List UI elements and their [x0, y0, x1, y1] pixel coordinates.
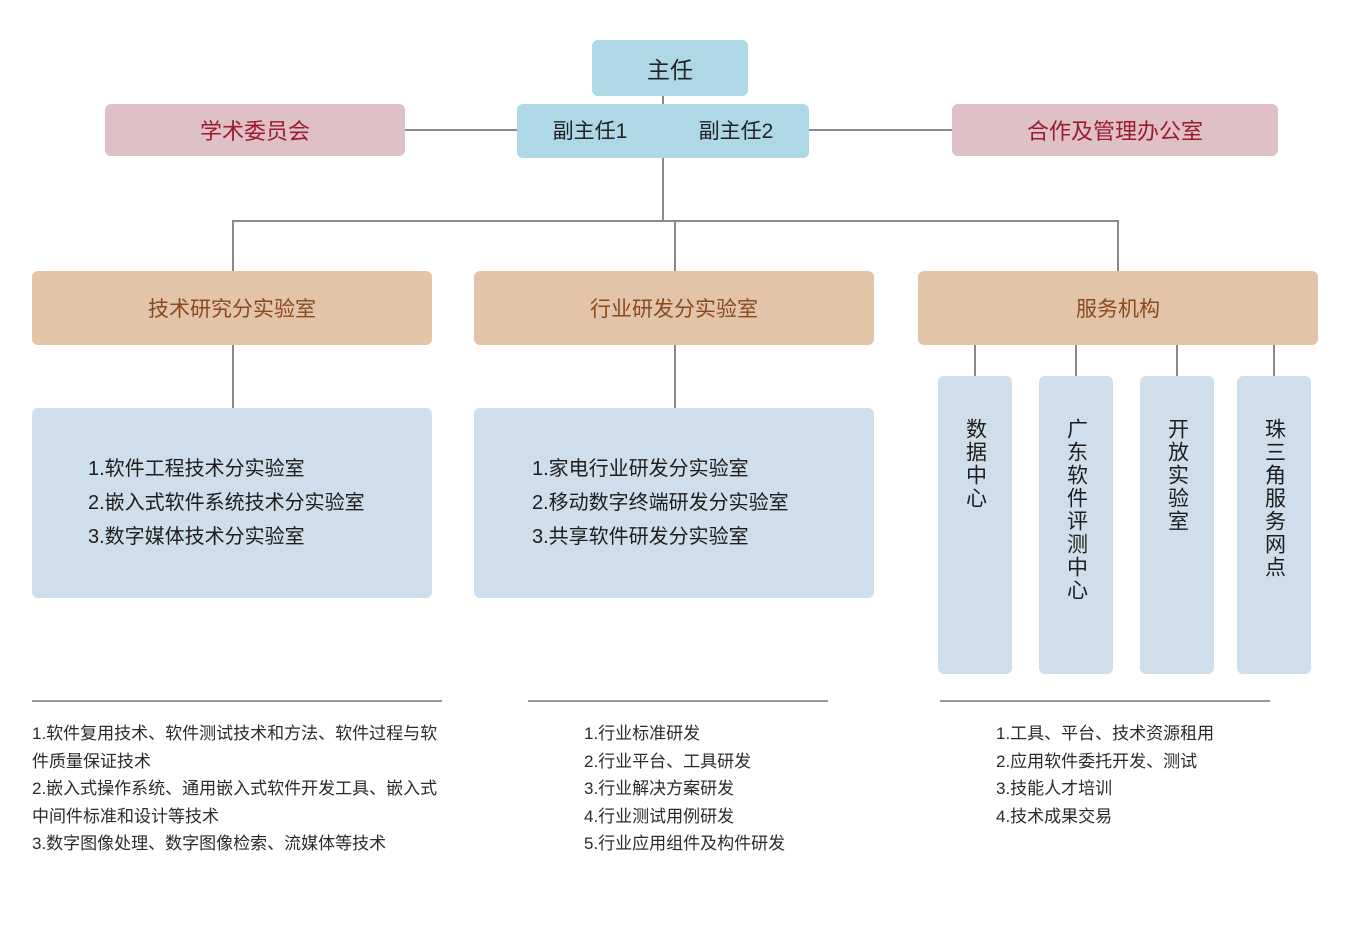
node-division-technology-research[interactable]: 技术研究分实验室: [32, 271, 432, 345]
list-item: 3.共享软件研发分实验室: [532, 526, 749, 548]
footnotes-technology-research: 1.软件复用技术、软件测试技术和方法、软件过程与软件质量保证技术 2.嵌入式操作…: [32, 700, 442, 858]
list-item: 2.移动数字终端研发分实验室: [532, 492, 789, 514]
footnote-divider: [528, 700, 828, 702]
connector-tech-to-list: [232, 345, 234, 409]
service-unit-label: 开放实验室: [1165, 418, 1189, 533]
connector-deputy-to-bus: [662, 158, 664, 222]
service-unit-label: 广东软件评测中心: [1064, 418, 1088, 602]
footnote-item: 1.软件复用技术、软件测试技术和方法、软件过程与软件质量保证技术: [32, 724, 438, 771]
connector-service-to-unit-2: [1075, 345, 1077, 377]
footnote-item: 4.技术成果交易: [996, 806, 1113, 826]
footnote-divider: [32, 700, 442, 702]
service-unit-label: 数据中心: [963, 418, 987, 510]
connector-bus-to-industry: [674, 220, 676, 272]
footnote-divider: [940, 700, 1270, 702]
node-deputy-2[interactable]: 副主任2: [698, 119, 774, 143]
connector-service-to-unit-3: [1176, 345, 1178, 377]
footnote-item: 2.应用软件委托开发、测试: [996, 751, 1198, 771]
list-technology-sublabs: 1.软件工程技术分实验室 2.嵌入式软件系统技术分实验室 3.数字媒体技术分实验…: [32, 408, 432, 598]
list-item: 1.软件工程技术分实验室: [88, 458, 305, 480]
connector-bus-to-tech: [232, 220, 234, 272]
footnote-item: 3.数字图像处理、数字图像检索、流媒体等技术: [32, 834, 387, 854]
footnote-item: 3.行业解决方案研发: [584, 779, 735, 799]
footnotes-service-organization: 1.工具、平台、技术资源租用 2.应用软件委托开发、测试 3.技能人才培训 4.…: [940, 700, 1270, 830]
service-unit-label: 珠三角服务网点: [1262, 418, 1286, 579]
node-division-industry-rnd[interactable]: 行业研发分实验室: [474, 271, 874, 345]
list-item: 2.嵌入式软件系统技术分实验室: [88, 492, 365, 514]
node-service-unit-data-center[interactable]: 数据中心: [938, 376, 1012, 674]
node-cooperation-management-office[interactable]: 合作及管理办公室: [952, 104, 1278, 156]
connector-academic-committee: [405, 129, 517, 131]
node-service-unit-guangdong-software-testing-center[interactable]: 广东软件评测中心: [1039, 376, 1113, 674]
footnote-item: 1.行业标准研发: [584, 724, 701, 743]
footnote-item: 2.行业平台、工具研发: [584, 751, 752, 771]
node-deputy-1[interactable]: 副主任1: [552, 119, 628, 143]
node-academic-committee[interactable]: 学术委员会: [105, 104, 405, 156]
connector-industry-to-list: [674, 345, 676, 409]
node-division-service-organization[interactable]: 服务机构: [918, 271, 1318, 345]
node-service-unit-open-laboratory[interactable]: 开放实验室: [1140, 376, 1214, 674]
node-service-unit-pearl-river-delta-network[interactable]: 珠三角服务网点: [1237, 376, 1311, 674]
footnote-item: 4.行业测试用例研发: [584, 806, 735, 826]
footnote-item: 3.技能人才培训: [996, 779, 1113, 799]
connector-coop-office: [809, 129, 952, 131]
connector-service-to-unit-1: [974, 345, 976, 377]
footnotes-industry-rnd: 1.行业标准研发 2.行业平台、工具研发 3.行业解决方案研发 4.行业测试用例…: [528, 700, 828, 858]
list-item: 1.家电行业研发分实验室: [532, 458, 749, 480]
list-industry-sublabs: 1.家电行业研发分实验室 2.移动数字终端研发分实验室 3.共享软件研发分实验室: [474, 408, 874, 598]
node-chief[interactable]: 主任: [592, 40, 748, 96]
node-deputy-bar[interactable]: 副主任1 副主任2: [517, 104, 809, 158]
footnote-item: 1.工具、平台、技术资源租用: [996, 724, 1215, 743]
connector-service-to-unit-4: [1273, 345, 1275, 377]
connector-chief-to-deputy: [662, 96, 664, 106]
connector-bus-to-service: [1117, 220, 1119, 272]
footnote-item: 2.嵌入式操作系统、通用嵌入式软件开发工具、嵌入式中间件标准和设计等技术: [32, 779, 438, 826]
list-item: 3.数字媒体技术分实验室: [88, 526, 305, 548]
footnote-item: 5.行业应用组件及构件研发: [584, 834, 786, 854]
